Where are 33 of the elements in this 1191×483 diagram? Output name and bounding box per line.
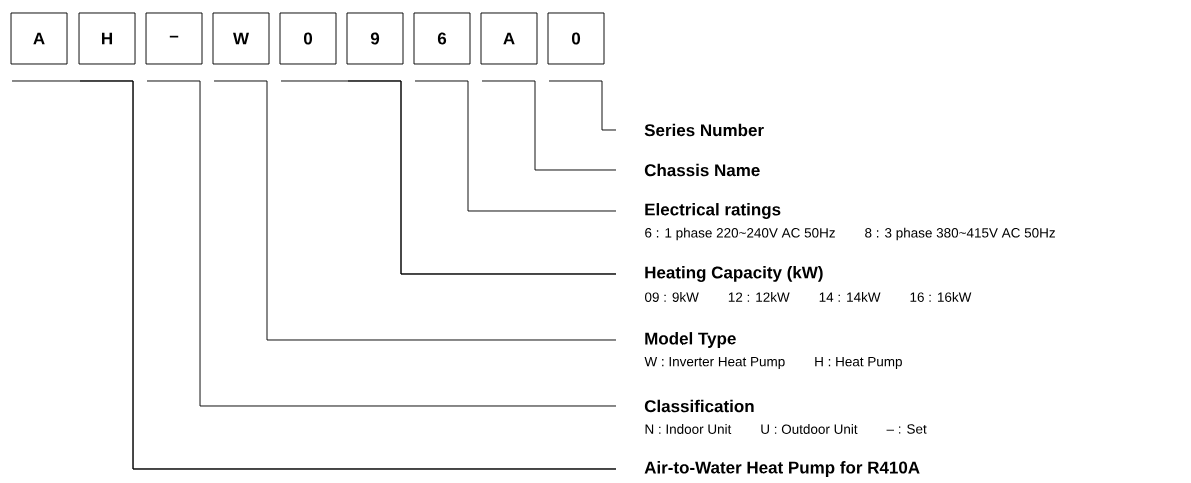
code-box: 9 (346, 12, 404, 65)
description-heading: Electrical ratings (645, 203, 781, 219)
leader-line (414, 80, 617, 212)
code-box: – (145, 12, 203, 65)
description-heading: Heating Capacity (kW) (645, 266, 823, 282)
code-box: A (480, 12, 538, 65)
leader-line (146, 80, 617, 407)
option-text: U : Outdoor Unit (761, 424, 858, 434)
description-heading: Air-to-Water Heat Pump for R410A (644, 461, 920, 477)
description-heading: Chassis Name (644, 163, 760, 177)
option-text: N : Indoor Unit (645, 424, 732, 434)
option-text: W : Inverter Heat Pump (644, 356, 785, 369)
description-heading: Model Type (645, 332, 736, 348)
code-box: A (10, 12, 68, 65)
option-text: 16 : 16kW (910, 292, 972, 302)
option-text: 8 : 3 phase 380~415V AC 50Hz (865, 227, 1055, 241)
option-text: 6 : 1 phase 220~240V AC 50Hz (645, 227, 835, 241)
description-heading: Classification (644, 399, 754, 413)
code-box: 0 (547, 12, 605, 65)
code-box: W (212, 12, 270, 65)
option-text: 14 : 14kW (819, 292, 881, 302)
code-box: H (78, 12, 136, 65)
leader-line (548, 80, 617, 131)
option-text: H : Heat Pump (815, 356, 902, 369)
leader-line (213, 80, 617, 341)
code-box: 0 (279, 12, 337, 65)
option-text: 12 : 12kW (728, 292, 790, 302)
option-text: 09 : 9kW (645, 292, 699, 302)
leader-line (347, 80, 617, 275)
option-text: – : Set (886, 424, 927, 434)
code-box: 6 (413, 12, 471, 65)
description-heading: Series Number (644, 123, 764, 137)
leader-line (481, 80, 617, 171)
